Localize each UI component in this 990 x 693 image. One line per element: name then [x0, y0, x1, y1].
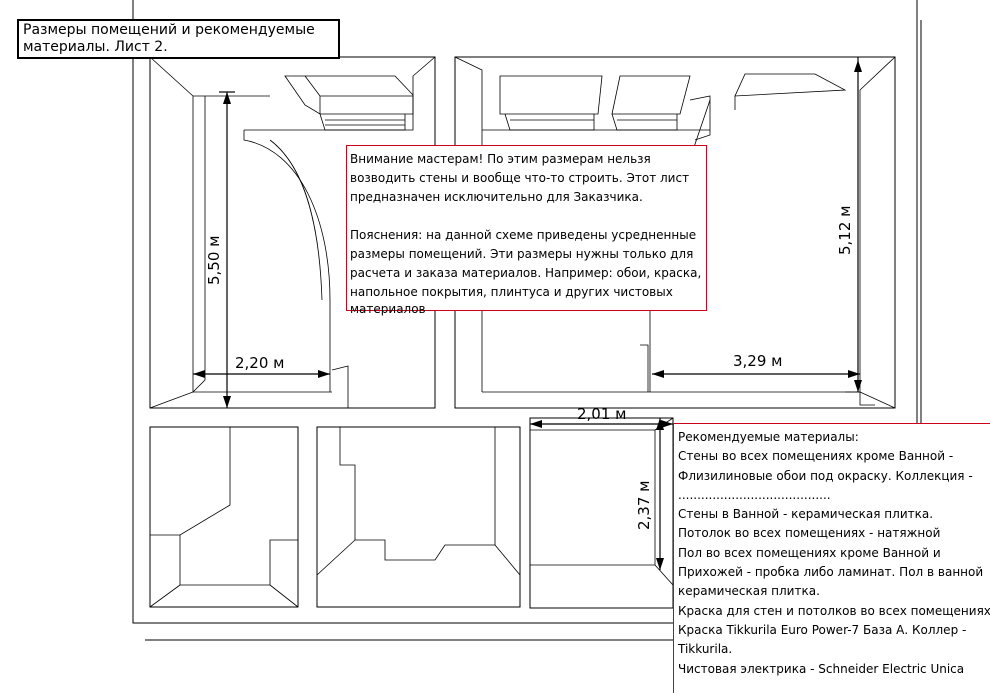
room-bottom-left: [149, 426, 299, 608]
dim-room2-width: 3,29 м: [733, 352, 782, 370]
warning-note: Внимание мастерам! По этим размерам нель…: [346, 145, 707, 316]
dim-room2-height: 5,12 м: [836, 206, 854, 255]
explanation-line: напольное покрытия, плинтуса и других чи…: [350, 285, 673, 299]
explanation-line: материалов: [350, 302, 426, 316]
sheet-title-text: Размеры помещений и рекомендуемые матери…: [23, 22, 315, 55]
materials-line: Рекомендуемые материалы:: [678, 430, 859, 444]
materials-line: Прихожей - пробка либо ламинат. Пол в ва…: [678, 565, 984, 580]
dim-room1-width: 2,20 м: [235, 354, 284, 372]
dimension-labels: 5,50 м 2,20 м 5,12 м 3,29 м 2,01 м 2,37 …: [205, 206, 854, 530]
materials-note: Рекомендуемые материалы: Стены во всех п…: [673, 423, 990, 693]
materials-line: Стены во всех помещениях кроме Ванной -: [678, 449, 954, 464]
room-bottom-middle: [316, 426, 521, 608]
dim-bath-width: 2,01 м: [577, 405, 626, 423]
materials-line: Чистовая электрика - Schneider Electric …: [678, 661, 965, 676]
explanation-line: Пояснения: на данной схеме приведены уср…: [350, 228, 697, 242]
materials-line: Краска Tikkurila Euro Power-7 База А. Ко…: [678, 622, 967, 637]
warning-line: Внимание мастерам! По этим размерам нель…: [350, 152, 651, 166]
materials-line: Tikkurila.: [678, 642, 733, 657]
sheet-title: Размеры помещений и рекомендуемые матери…: [17, 19, 340, 59]
materials-line: Краска для стен и потолков во всех помещ…: [678, 603, 990, 618]
outer-walls: [132, 0, 922, 641]
materials-line: керамическая плитка.: [678, 584, 820, 599]
dim-room1-height: 5,50 м: [205, 236, 223, 285]
explanation-line: размеры помещений. Эти размеры нужны тол…: [350, 247, 694, 261]
warning-line: предназначен исключительно для Заказчика…: [350, 190, 643, 204]
dim-bath-height: 2,37 м: [635, 481, 653, 530]
materials-line: Флизилиновые обои под окраску. Коллекция…: [678, 468, 973, 483]
explanation-line: расчета и заказа материалов. Например: о…: [350, 266, 702, 280]
materials-line: Стены в Ванной - керамическая плитка.: [678, 507, 934, 522]
warning-line: возводить стены и вообще что-то строить.…: [350, 171, 690, 185]
dimension-lines: [193, 57, 862, 570]
materials-line: ........................................: [678, 487, 831, 502]
materials-line: Пол во всех помещениях кроме Ванной и: [678, 545, 941, 560]
materials-line: Потолок во всех помещениях - натяжной: [678, 526, 941, 541]
